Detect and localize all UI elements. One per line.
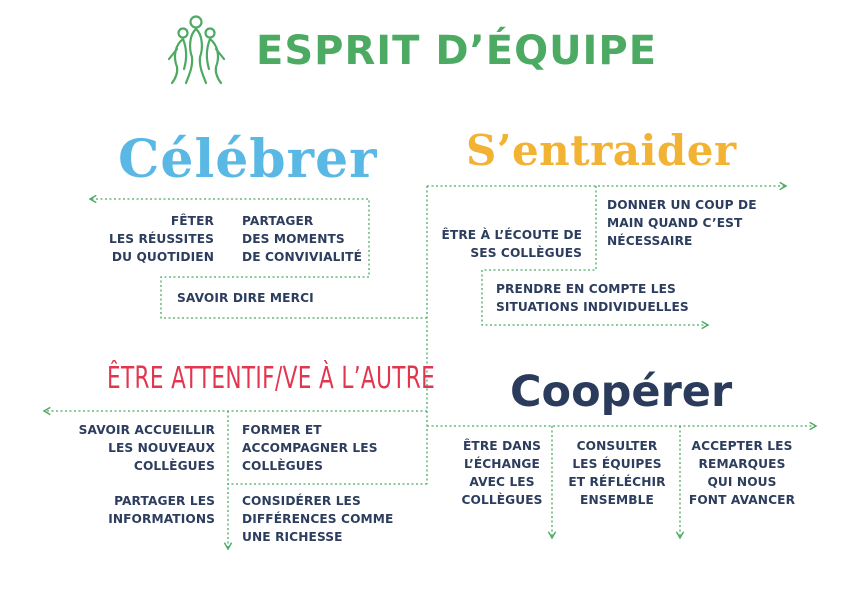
attentif-item-former: FORMER ET ACCOMPAGNER LES COLLÈGUES: [242, 423, 378, 473]
celebrer-item-merci: SAVOIR DIRE MERCI: [177, 291, 314, 305]
section-title-celebrer: Célébrer: [118, 129, 378, 190]
entraider-branch: [481, 186, 710, 330]
cooperer-item-echange: ÊTRE DANS L’ÉCHANGE AVEC LES COLLÈGUES: [461, 439, 543, 507]
team-people-icon: [167, 15, 226, 85]
cooperer-item-consulter: CONSULTER LES ÉQUIPES ET RÉFLÉCHIR ENSEM…: [568, 439, 666, 507]
section-title-cooperer: Coopérer: [510, 367, 733, 417]
cooperer-item-remarques: ACCEPTER LES REMARQUES QUI NOUS FONT AVA…: [688, 439, 796, 507]
section-title-attentif: ÊTRE ATTENTIF/VE À L’AUTRE: [107, 361, 436, 396]
entraider-item-coup-de-main: DONNER UN COUP DE MAIN QUAND C’EST NÉCES…: [607, 198, 757, 248]
celebrer-item-partager: PARTAGER DES MOMENTS DE CONVIVIALITÉ: [242, 214, 362, 264]
entraider-item-situations: PRENDRE EN COMPTE LES SITUATIONS INDIVID…: [496, 282, 689, 314]
section-title-entraider: S’entraider: [466, 126, 737, 175]
entraider-item-ecoute: ÊTRE À L’ÉCOUTE DE SES COLLÈGUES: [441, 228, 582, 260]
attentif-item-differences: CONSIDÉRER LES DIFFÉRENCES COMME UNE RIC…: [242, 494, 394, 544]
celebrer-item-feter: FÊTER LES RÉUSSITES DU QUOTIDIEN: [109, 214, 214, 264]
attentif-item-partager-infos: PARTAGER LES INFORMATIONS: [108, 494, 215, 526]
celebrer-branch: [88, 194, 427, 319]
attentif-item-accueillir: SAVOIR ACCUEILLIR LES NOUVEAUX COLLÈGUES: [78, 423, 215, 473]
page-title: ESPRIT D’ÉQUIPE: [256, 28, 658, 74]
